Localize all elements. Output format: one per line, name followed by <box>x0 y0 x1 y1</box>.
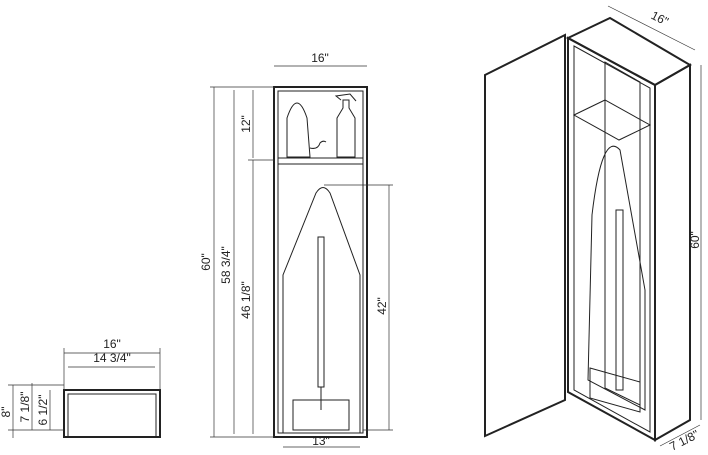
front-shelf-height: 12" <box>239 115 253 133</box>
mount-bracket <box>292 399 350 431</box>
cabinet-side <box>654 63 691 442</box>
iso-ironing-board <box>587 145 646 411</box>
cabinet-outline <box>273 86 368 438</box>
front-board-width: 13" <box>312 434 330 448</box>
board-leg <box>317 236 325 388</box>
front-width-top: 16" <box>311 51 329 65</box>
iso-view: 16" 60" 7 1/8" <box>484 5 702 454</box>
shelf <box>277 157 364 165</box>
front-view: 16" 60" 58 3/4" 12" 46 1/8" 42" 13" <box>199 51 393 448</box>
open-door <box>484 33 566 438</box>
iso-width: 16" <box>649 8 671 28</box>
front-total-height: 60" <box>199 253 213 271</box>
front-lower-height: 46 1/8" <box>239 281 253 319</box>
front-inner-height: 58 3/4" <box>219 246 233 284</box>
drawer-height-outer: 8" <box>0 407 13 418</box>
drawer-view: 16" 14 3/4" 8" 7 1/8" 6 1/2" <box>0 337 161 438</box>
drawer-height-mid: 7 1/8" <box>18 392 32 423</box>
iso-height: 60" <box>688 231 702 249</box>
drawer-inner <box>67 393 157 438</box>
iso-shelf <box>572 99 652 141</box>
front-board-height: 42" <box>375 297 389 315</box>
ironing-board <box>282 187 361 434</box>
spray-bottle-icon <box>334 93 357 158</box>
iso-board-leg <box>615 209 624 391</box>
cabinet-front <box>567 36 656 442</box>
drawer-outline <box>63 389 161 438</box>
drawer-height-inner: 6 1/2" <box>36 395 50 426</box>
iron-icon <box>286 102 311 158</box>
drawer-width-inner: 14 3/4" <box>93 351 131 365</box>
drawer-width-outer: 16" <box>103 337 121 351</box>
iso-bracket <box>589 367 641 413</box>
